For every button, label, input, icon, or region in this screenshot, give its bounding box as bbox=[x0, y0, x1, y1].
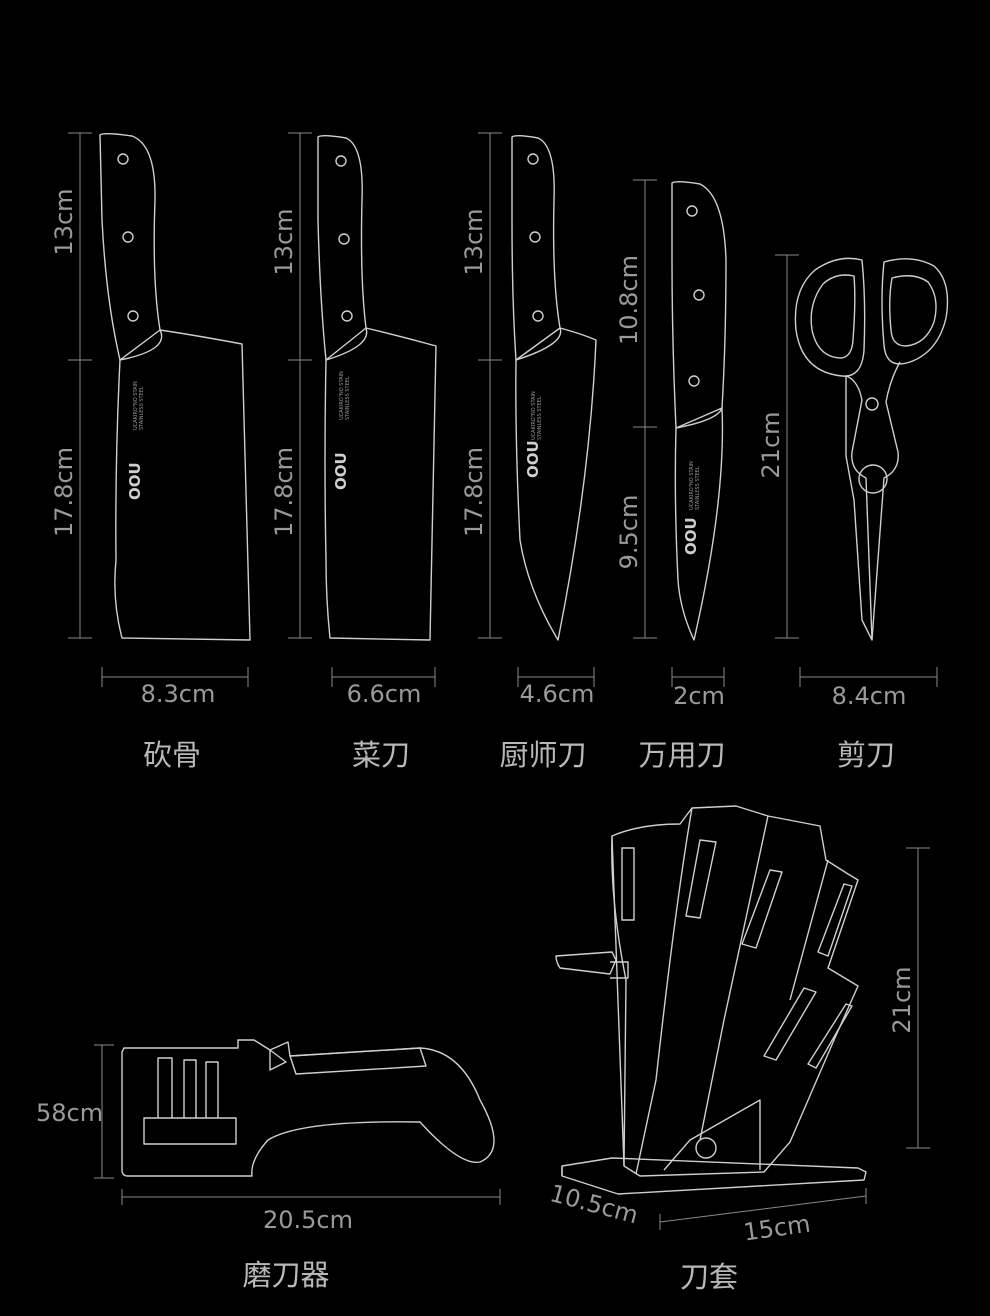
knife-holder-outline bbox=[555, 805, 867, 1195]
knife-holder-height: 21cm bbox=[888, 966, 916, 1033]
utility-knife-width-dim-lines bbox=[671, 667, 725, 687]
bone-chopper-outline bbox=[99, 133, 251, 641]
bone-chopper-group: 13cm 17.8cm OOU UCAKIRO"NO STAIN STAINLE… bbox=[50, 132, 251, 772]
knife-holder-width: 15cm bbox=[742, 1210, 812, 1247]
chef-knife-outline bbox=[511, 135, 597, 641]
scissors-outline bbox=[794, 257, 949, 641]
vegetable-knife-height-dim-lines bbox=[288, 132, 312, 639]
chef-knife-blade-text-2: STAINLESS STEEL bbox=[537, 396, 543, 440]
bone-chopper-blade-text-1: UCAKIRO"NO STAIN bbox=[133, 381, 139, 430]
chef-knife-height-dim-lines bbox=[478, 132, 502, 639]
scissors-length: 21cm bbox=[757, 411, 785, 478]
vegetable-knife-blade-text-1: UCAKIRO"NO STAIN bbox=[339, 371, 345, 420]
utility-knife-brand: OOU bbox=[682, 517, 700, 555]
bone-chopper-blade-length: 17.8cm bbox=[50, 447, 78, 537]
chef-knife-brand: OOU bbox=[524, 440, 542, 478]
bone-chopper-name: 砍骨 bbox=[143, 738, 201, 772]
utility-knife-handle-length: 10.8cm bbox=[615, 255, 643, 345]
scissors-width-dim-lines bbox=[799, 667, 938, 687]
bone-chopper-brand: OOU bbox=[126, 462, 144, 500]
vegetable-knife-brand: OOU bbox=[332, 452, 350, 490]
vegetable-knife-outline bbox=[317, 135, 437, 641]
vegetable-knife-width: 6.6cm bbox=[347, 680, 422, 708]
knife-holder-width-dim-lines bbox=[659, 1188, 867, 1230]
scissors-width: 8.4cm bbox=[832, 682, 907, 710]
sharpener-group: 58cm 20.5cm 磨刀器 bbox=[36, 1039, 501, 1292]
utility-knife-name: 万用刀 bbox=[638, 738, 725, 772]
scissors-group: 21cm 8.4cm 剪刀 bbox=[757, 254, 949, 772]
sharpener-height-dim-lines bbox=[94, 1044, 114, 1179]
vegetable-knife-blade-length: 17.8cm bbox=[270, 447, 298, 537]
utility-knife-height-dim-lines bbox=[633, 179, 657, 639]
bone-chopper-width-dim-lines bbox=[101, 667, 249, 687]
scissors-height-dim-lines bbox=[775, 254, 799, 639]
utility-knife-blade-text-2: STAINLESS STEEL bbox=[695, 466, 701, 510]
chef-knife-blade-text-1: UCAKIRO"NO STAIN bbox=[531, 391, 537, 440]
utility-knife-width: 2cm bbox=[673, 682, 725, 710]
knife-holder-group: 21cm 10.5cm 15cm 刀套 bbox=[547, 805, 930, 1294]
chef-knife-width-dim-lines bbox=[517, 667, 595, 687]
vegetable-knife-group: 13cm 17.8cm OOU UCAKIRO"NO STAIN STAINLE… bbox=[270, 132, 437, 772]
utility-knife-outline bbox=[671, 181, 727, 641]
sharpener-outline bbox=[121, 1039, 495, 1177]
sharpener-length: 20.5cm bbox=[263, 1206, 353, 1234]
chef-knife-handle-length: 13cm bbox=[460, 208, 488, 275]
vegetable-knife-blade-text-2: STAINLESS STEEL bbox=[345, 376, 351, 420]
vegetable-knife-name: 菜刀 bbox=[352, 738, 410, 772]
sharpener-name: 磨刀器 bbox=[242, 1258, 329, 1292]
sharpener-length-dim-lines bbox=[121, 1189, 501, 1205]
sharpener-height: 58cm bbox=[36, 1099, 103, 1127]
vegetable-knife-width-dim-lines bbox=[331, 667, 436, 687]
vegetable-knife-handle-length: 13cm bbox=[270, 208, 298, 275]
bone-chopper-handle-length: 13cm bbox=[50, 188, 78, 255]
bone-chopper-height-dim-lines bbox=[68, 132, 92, 639]
utility-knife-group: 10.8cm 9.5cm OOU UCAKIRO"NO STAIN STAINL… bbox=[615, 179, 727, 772]
knife-holder-name: 刀套 bbox=[680, 1260, 738, 1294]
chef-knife-name: 厨师刀 bbox=[499, 738, 586, 772]
bone-chopper-width: 8.3cm bbox=[141, 680, 216, 708]
chef-knife-blade-length: 17.8cm bbox=[460, 447, 488, 537]
scissors-name: 剪刀 bbox=[837, 738, 895, 772]
chef-knife-width: 4.6cm bbox=[520, 680, 595, 708]
chef-knife-group: 13cm 17.8cm OOU UCAKIRO"NO STAIN STAINLE… bbox=[460, 132, 597, 772]
utility-knife-blade-text-1: UCAKIRO"NO STAIN bbox=[689, 461, 695, 510]
utility-knife-blade-length: 9.5cm bbox=[615, 495, 643, 570]
knife-holder-height-dim-lines bbox=[906, 847, 930, 1149]
bone-chopper-blade-text-2: STAINLESS STEEL bbox=[139, 386, 145, 430]
